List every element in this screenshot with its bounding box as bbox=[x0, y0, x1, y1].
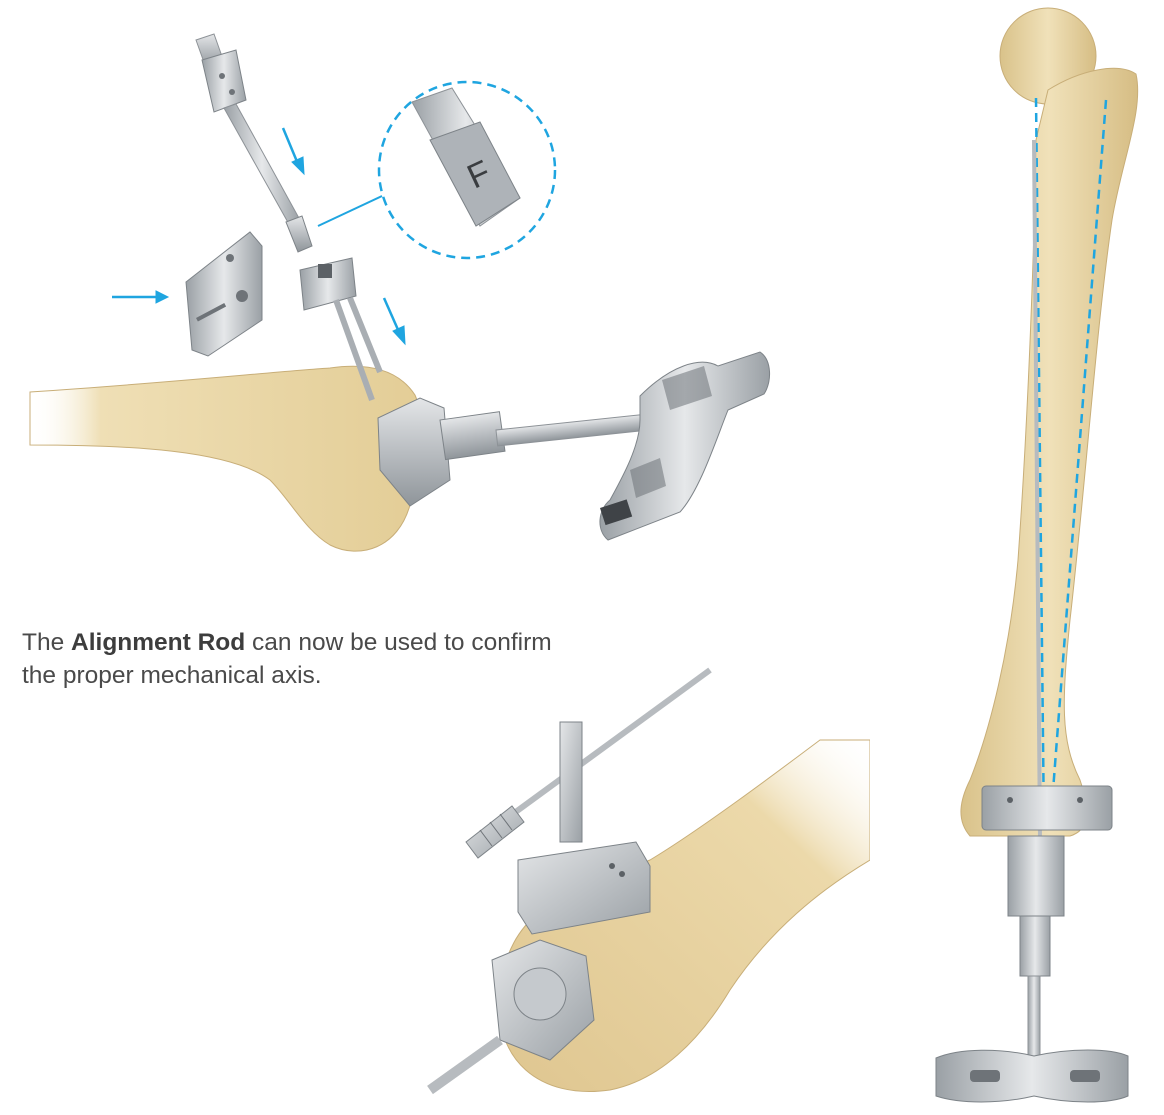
femur-bone-full bbox=[961, 68, 1138, 836]
caption-prefix: The bbox=[22, 629, 71, 656]
magnifier-callout-icon: F bbox=[379, 82, 555, 258]
assembly-illustration: F bbox=[0, 0, 820, 560]
arrow-down-icon bbox=[283, 128, 304, 174]
femur-axis-illustration bbox=[900, 0, 1164, 1115]
caption-emphasis: Alignment Rod bbox=[71, 629, 245, 656]
t-handle-bottom bbox=[936, 1050, 1128, 1102]
rod-attachment-illustration bbox=[400, 660, 870, 1110]
callout-leader-line bbox=[318, 196, 382, 226]
arrow-right-icon bbox=[112, 291, 168, 303]
femoral-cutting-block bbox=[186, 232, 262, 356]
arrow-down-icon bbox=[384, 298, 405, 344]
t-handle-instrument bbox=[378, 352, 770, 540]
distal-block bbox=[982, 786, 1112, 830]
alignment-guide-shaft bbox=[196, 34, 312, 252]
rod-handle bbox=[466, 806, 524, 858]
femur-bone-top bbox=[30, 366, 423, 551]
